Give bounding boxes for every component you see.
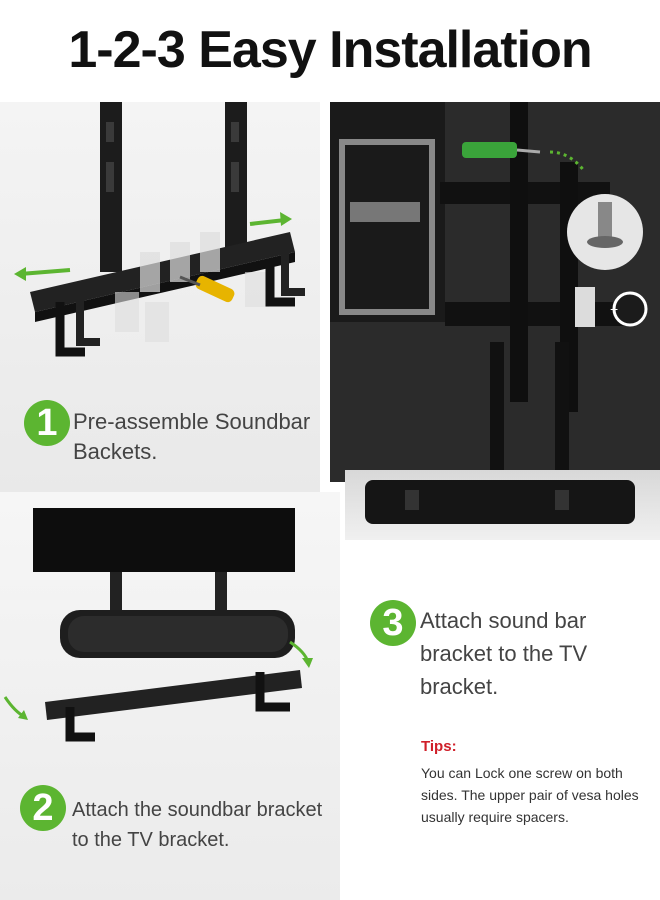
step-number-badge: 3 (370, 600, 416, 646)
page-title: 1-2-3 Easy Installation (68, 21, 592, 79)
soundbar-mounted (345, 470, 660, 540)
tips-text: You can Lock one screw on both sides. Th… (421, 765, 639, 825)
step-text: Pre-assemble Soundbar Backets. (73, 409, 311, 464)
step-number-badge: 1 (24, 400, 70, 446)
step3-illustration: + (330, 102, 660, 482)
step2-illustration (0, 492, 340, 900)
wall-mount-drawing: + (330, 102, 660, 482)
svg-text:+: + (610, 301, 618, 317)
tv-soundbar-drawing (3, 508, 313, 742)
tips-label: Tips: (421, 738, 457, 755)
step-number-badge: 2 (20, 785, 66, 831)
mounted-soundbar-drawing (365, 480, 635, 524)
step-text: Attach the soundbar bracket to the TV br… (72, 799, 323, 851)
step-text: Attach sound bar bracket to the TV brack… (420, 608, 588, 699)
soundbar-bracket-drawing (14, 102, 305, 357)
